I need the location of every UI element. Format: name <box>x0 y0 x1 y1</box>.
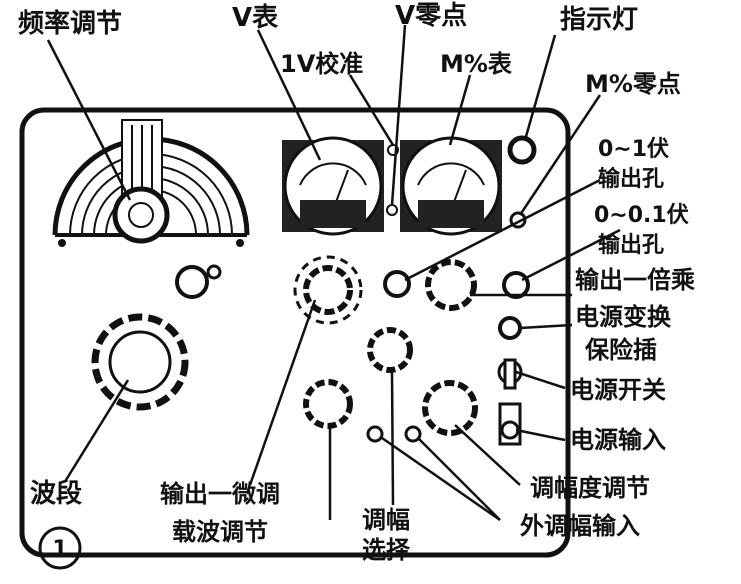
label-output-fine: 输出一微调 <box>160 480 280 508</box>
label-output-multiplier: 输出一倍乘 <box>575 266 695 294</box>
label-band: 波段 <box>30 478 82 509</box>
label-out-0-1v-l1: 0~1伏 <box>598 136 669 162</box>
label-one-v-calib: 1V校准 <box>280 50 363 78</box>
label-v-meter: V表 <box>232 3 279 33</box>
label-v-zero: V零点 <box>395 0 467 31</box>
label-power-switch: 电源开关 <box>570 376 666 404</box>
label-mod-select-l2: 选择 <box>362 536 411 564</box>
label-m-meter: M%表 <box>440 50 513 78</box>
ext-mod-input-jack-1[interactable] <box>366 425 384 443</box>
mod-select-knob[interactable] <box>367 327 413 373</box>
v-meter <box>282 136 384 236</box>
label-mod-select-l1: 调幅 <box>362 506 410 534</box>
carrier-tuning-knob[interactable] <box>293 255 363 325</box>
v-zero-screw[interactable] <box>386 204 398 216</box>
mod-depth-knob[interactable] <box>422 380 478 436</box>
power-switch[interactable] <box>497 358 523 390</box>
output-0-01v-jack[interactable] <box>502 271 530 299</box>
band-knob[interactable] <box>91 313 189 411</box>
label-freq-tuning: 频率调节 <box>18 8 122 39</box>
label-out-0-1v-l2: 输出孔 <box>598 166 664 192</box>
label-mod-depth: 调幅度调节 <box>530 474 650 502</box>
power-input-socket[interactable] <box>498 402 522 446</box>
power-fuse-holder[interactable] <box>498 316 522 340</box>
m-meter <box>400 136 502 236</box>
small-knob[interactable] <box>175 264 222 299</box>
output-fine-knob[interactable] <box>303 379 353 429</box>
label-ext-mod-input: 外调幅输入 <box>520 512 640 540</box>
m-zero-screw[interactable] <box>509 211 527 229</box>
label-power-switch-fuse-l2: 保险插 <box>584 336 657 364</box>
indicator-lamp-icon <box>507 135 537 165</box>
label-out-0-01v-l2: 输出孔 <box>598 232 664 258</box>
label-m-zero: M%零点 <box>585 70 681 98</box>
label-indicator-lamp: 指示灯 <box>560 5 638 35</box>
label-power-input: 电源输入 <box>570 426 666 454</box>
output-multiplier-knob[interactable] <box>425 259 477 311</box>
label-out-0-01v-l1: 0~0.1伏 <box>594 202 689 228</box>
label-power-switch-fuse-l1: 电源变换 <box>575 303 672 331</box>
figure-number-badge: 1 <box>38 526 82 570</box>
frequency-dial[interactable] <box>52 119 250 247</box>
output-0-1v-jack[interactable] <box>383 270 411 298</box>
label-carrier-tuning: 载波调节 <box>172 518 268 546</box>
leader-lines <box>46 24 621 522</box>
svg-text:1: 1 <box>52 537 67 562</box>
ext-mod-input-jack-2[interactable] <box>404 425 422 443</box>
